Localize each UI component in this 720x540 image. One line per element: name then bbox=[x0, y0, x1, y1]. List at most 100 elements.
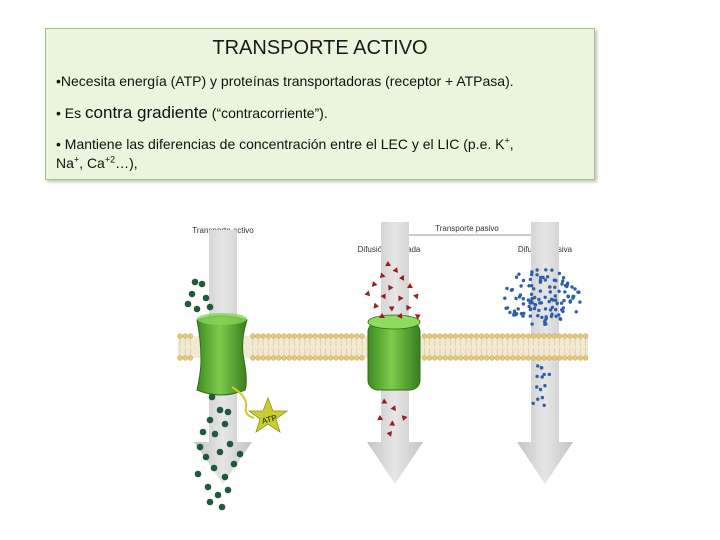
particle-active bbox=[221, 473, 229, 481]
lipid-head-top bbox=[453, 333, 459, 339]
lipid-head-top bbox=[510, 333, 516, 339]
particle-simple bbox=[557, 271, 562, 276]
lipid-head-top bbox=[499, 333, 506, 339]
lipid-head-bottom bbox=[312, 355, 318, 361]
bullet-concentration-part3: Na bbox=[56, 155, 74, 171]
lipid-head-bottom bbox=[255, 355, 261, 361]
particle-facilitated bbox=[373, 302, 379, 309]
particle-simple bbox=[552, 278, 557, 282]
lipid-head-top bbox=[359, 333, 365, 339]
lipid-head-bottom bbox=[551, 355, 558, 361]
particle-active bbox=[224, 486, 232, 494]
particle-facilitated bbox=[379, 313, 386, 319]
lipid-head-bottom bbox=[479, 355, 485, 361]
lipid-head-top bbox=[583, 333, 589, 339]
lipid-head-bottom bbox=[359, 355, 365, 361]
lipid-head-bottom bbox=[281, 355, 287, 361]
lipid-head-top bbox=[255, 333, 261, 339]
lipid-head-bottom bbox=[260, 355, 266, 361]
particle-active bbox=[226, 440, 234, 448]
particle-simple bbox=[559, 301, 564, 305]
particle-simple bbox=[526, 298, 531, 302]
particle-simple bbox=[542, 372, 546, 377]
lipid-head-bottom bbox=[525, 355, 532, 361]
lipid-head-bottom bbox=[276, 355, 282, 361]
lipid-head-bottom bbox=[302, 355, 308, 361]
lipid-head-top bbox=[343, 333, 350, 339]
particle-simple bbox=[574, 310, 578, 314]
particle-simple bbox=[570, 285, 574, 289]
particle-simple bbox=[540, 395, 545, 400]
particle-simple bbox=[516, 307, 520, 311]
lipid-head-bottom bbox=[463, 355, 469, 361]
superscript-ca: +2 bbox=[104, 154, 116, 165]
lipid-head-top bbox=[307, 333, 313, 339]
particle-facilitated bbox=[392, 267, 399, 273]
particle-simple bbox=[530, 270, 534, 274]
lipid-head-bottom bbox=[317, 355, 324, 361]
particle-active bbox=[224, 408, 232, 416]
particle-facilitated bbox=[364, 290, 371, 297]
particle-active bbox=[218, 503, 226, 511]
particle-simple bbox=[561, 276, 566, 280]
transport-diagram: Transporte activo Transporte pasivo Difu… bbox=[177, 222, 589, 511]
particle-active bbox=[236, 450, 244, 458]
lipid-head-bottom bbox=[572, 355, 578, 361]
lipid-head-top bbox=[557, 333, 563, 339]
particle-simple bbox=[505, 306, 510, 310]
particle-simple bbox=[508, 310, 512, 315]
particle-facilitated bbox=[388, 306, 395, 312]
atpase-pump bbox=[196, 313, 248, 396]
lipid-head-top bbox=[187, 333, 194, 339]
lipid-head-top bbox=[349, 333, 355, 339]
lipid-head-top bbox=[427, 333, 433, 339]
lipid-head-bottom bbox=[484, 355, 490, 361]
lipid-head-top bbox=[312, 333, 318, 339]
lipid-head-top bbox=[354, 333, 360, 339]
particle-facilitated bbox=[385, 261, 392, 267]
particle-simple bbox=[540, 315, 544, 320]
particle-facilitated bbox=[406, 304, 412, 311]
particle-active bbox=[208, 393, 216, 401]
lipid-head-top bbox=[333, 333, 339, 339]
particle-simple bbox=[548, 285, 552, 289]
lipid-head-top bbox=[297, 333, 303, 339]
particle-simple bbox=[530, 296, 534, 301]
bullet-concentration: • Mantiene las diferencias de concentrac… bbox=[56, 135, 586, 173]
particle-simple bbox=[535, 273, 539, 277]
bullet-gradient: • Es contra gradiente (“contracorriente”… bbox=[56, 103, 586, 123]
particle-facilitated bbox=[389, 420, 396, 426]
particle-active bbox=[206, 303, 214, 311]
lipid-head-top bbox=[250, 333, 256, 339]
particle-simple bbox=[561, 279, 565, 283]
particle-simple bbox=[544, 315, 548, 319]
particle-simple bbox=[535, 268, 539, 272]
particle-simple bbox=[558, 317, 562, 321]
particle-simple bbox=[528, 314, 532, 318]
particle-simple bbox=[536, 364, 540, 368]
particle-simple bbox=[566, 295, 571, 299]
slide-title: TRANSPORTE ACTIVO bbox=[212, 37, 428, 59]
channel-protein bbox=[367, 314, 421, 391]
bullet-gradient-prefix: • Es bbox=[56, 105, 86, 121]
particle-simple bbox=[557, 313, 561, 317]
particle-simple bbox=[512, 309, 517, 313]
lipid-head-bottom bbox=[510, 355, 516, 361]
text-box: TRANSPORTE ACTIVO •Necesita energía (ATP… bbox=[45, 28, 595, 180]
particle-simple bbox=[549, 297, 554, 301]
particle-facilitated bbox=[380, 293, 386, 300]
particle-simple bbox=[512, 313, 516, 317]
lipid-head-top bbox=[432, 333, 438, 339]
particle-simple bbox=[543, 295, 547, 299]
particle-simple bbox=[522, 311, 526, 315]
lipid-head-bottom bbox=[557, 355, 563, 361]
lipid-head-top bbox=[458, 333, 464, 339]
transport-figure: Transporte activo Transporte pasivo Difu… bbox=[170, 212, 590, 512]
particle-simple bbox=[572, 294, 576, 299]
particle-simple bbox=[503, 296, 507, 300]
lipid-head-bottom bbox=[458, 355, 464, 361]
particle-simple bbox=[543, 384, 547, 388]
lipid-head-bottom bbox=[354, 355, 360, 361]
particle-facilitated bbox=[377, 415, 384, 421]
lipid-head-bottom bbox=[338, 355, 344, 361]
